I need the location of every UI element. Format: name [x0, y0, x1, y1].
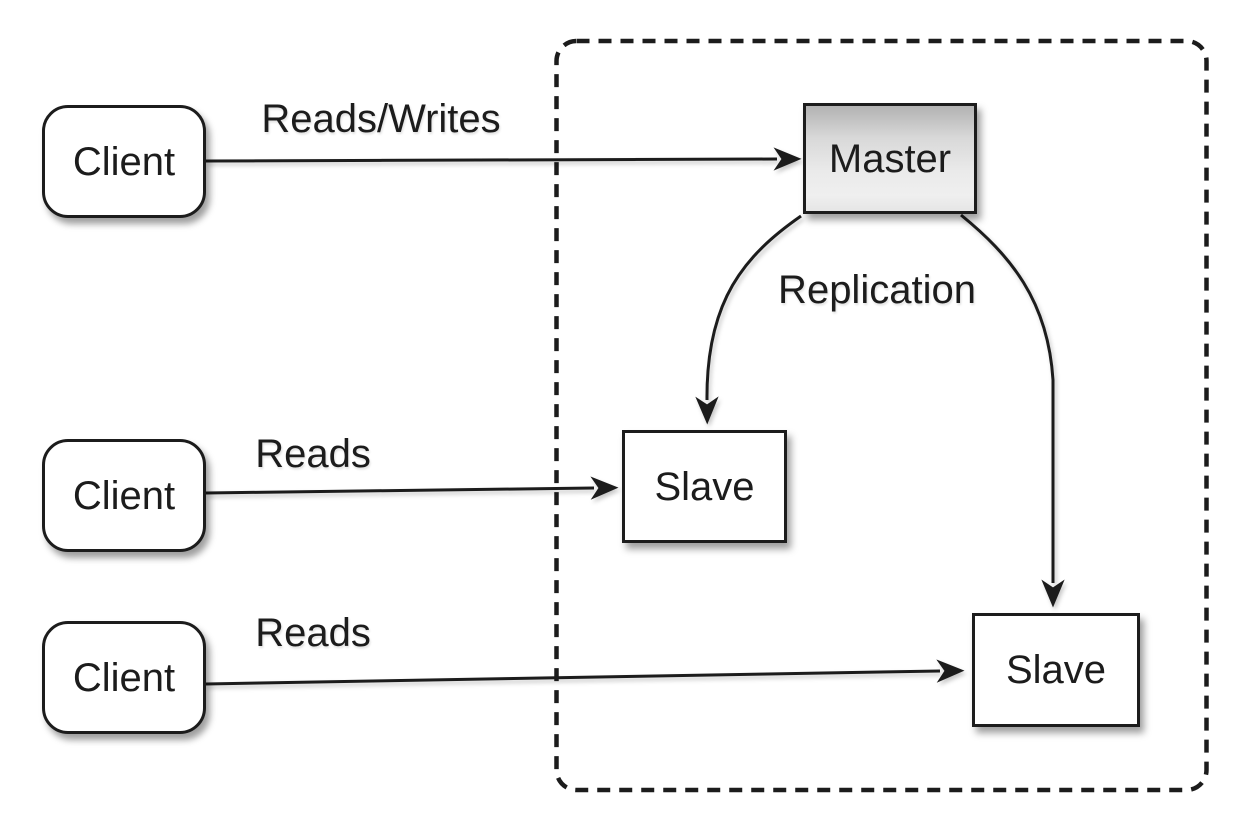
edge-label-replication: Replication	[778, 268, 976, 312]
node-master-label: Master	[828, 136, 952, 181]
edge-reads-middle-arrow	[205, 476, 619, 500]
replication-group-boundary	[554, 38, 1209, 793]
edge-replication-right-arrow	[960, 213, 1065, 608]
node-slave-left: Slave	[622, 430, 787, 543]
edge-reads-bottom-arrow	[205, 659, 965, 686]
node-client-top-label: Client	[72, 139, 176, 184]
edge-label-reads-middle: Reads	[255, 432, 371, 476]
node-master: Master	[803, 103, 977, 214]
node-slave-left-label: Slave	[654, 464, 755, 509]
edge-reads-writes-arrow	[205, 147, 802, 171]
node-client-bottom-label: Client	[72, 655, 176, 700]
edge-replication-left-arrow	[695, 214, 802, 425]
node-client-middle-label: Client	[72, 473, 176, 518]
node-client-middle: Client	[42, 439, 206, 552]
edge-label-reads-writes: Reads/Writes	[261, 97, 501, 141]
node-slave-right-label: Slave	[1005, 648, 1107, 692]
node-client-top: Client	[42, 105, 206, 218]
node-client-bottom: Client	[42, 621, 206, 734]
node-slave-right: Slave	[972, 613, 1140, 727]
edge-label-reads-bottom: Reads	[255, 611, 371, 655]
